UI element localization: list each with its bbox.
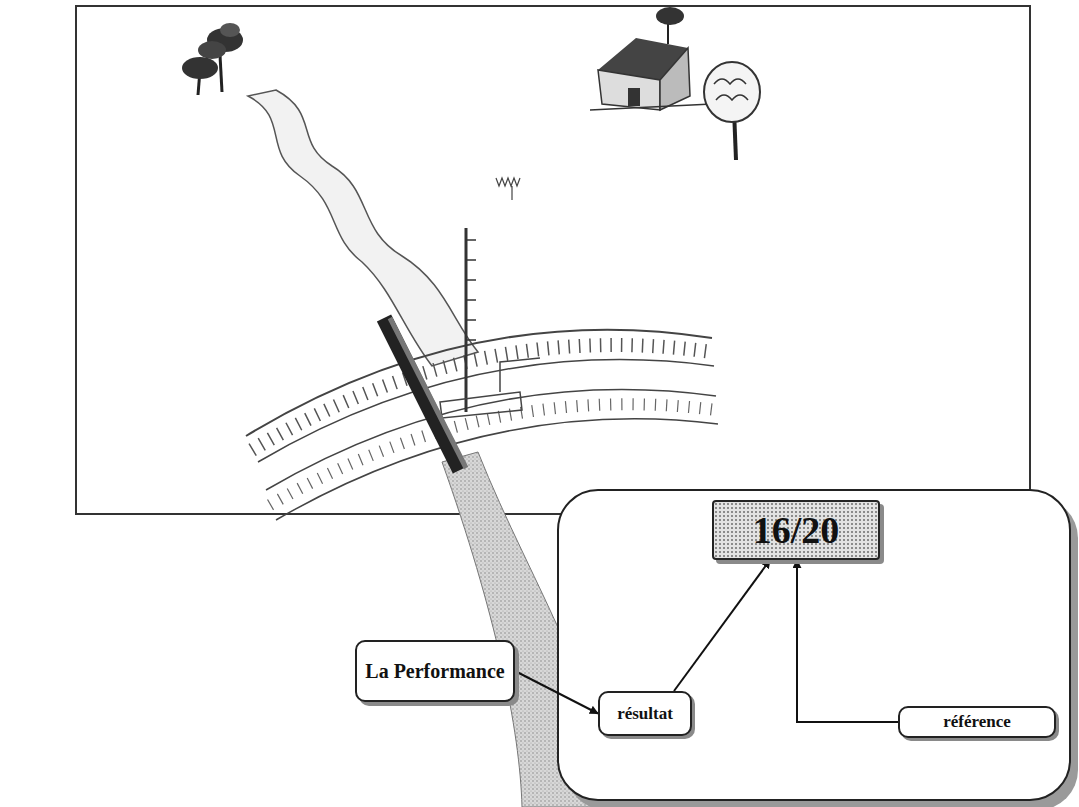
dam-hatching (252, 345, 712, 450)
illustration-frame (76, 6, 1030, 514)
arrow-connector (515, 671, 598, 714)
tree (704, 62, 760, 160)
river-upstream (248, 90, 478, 366)
gauge-mark (496, 178, 520, 200)
arrow-connector (797, 560, 898, 722)
result-container (558, 490, 1070, 800)
outlet-pipe-shade (390, 318, 466, 468)
house (590, 7, 712, 110)
box-label: La Performance (365, 660, 504, 683)
box-label: résultat (617, 704, 673, 724)
reference-box: référence (898, 706, 1056, 738)
dam-band (258, 360, 714, 462)
concept-box: La Performance (355, 640, 515, 702)
dam-band (266, 390, 716, 490)
intake-structure (440, 358, 540, 418)
box-label: référence (943, 712, 1011, 732)
result-box: résultat (598, 691, 692, 736)
box-label: 16/20 (753, 508, 840, 552)
arrow-connector (674, 560, 770, 691)
score-box: 16/20 (712, 500, 880, 560)
gauge-ticks (466, 240, 476, 340)
outlet-pipe (384, 318, 460, 470)
trees (182, 23, 243, 95)
